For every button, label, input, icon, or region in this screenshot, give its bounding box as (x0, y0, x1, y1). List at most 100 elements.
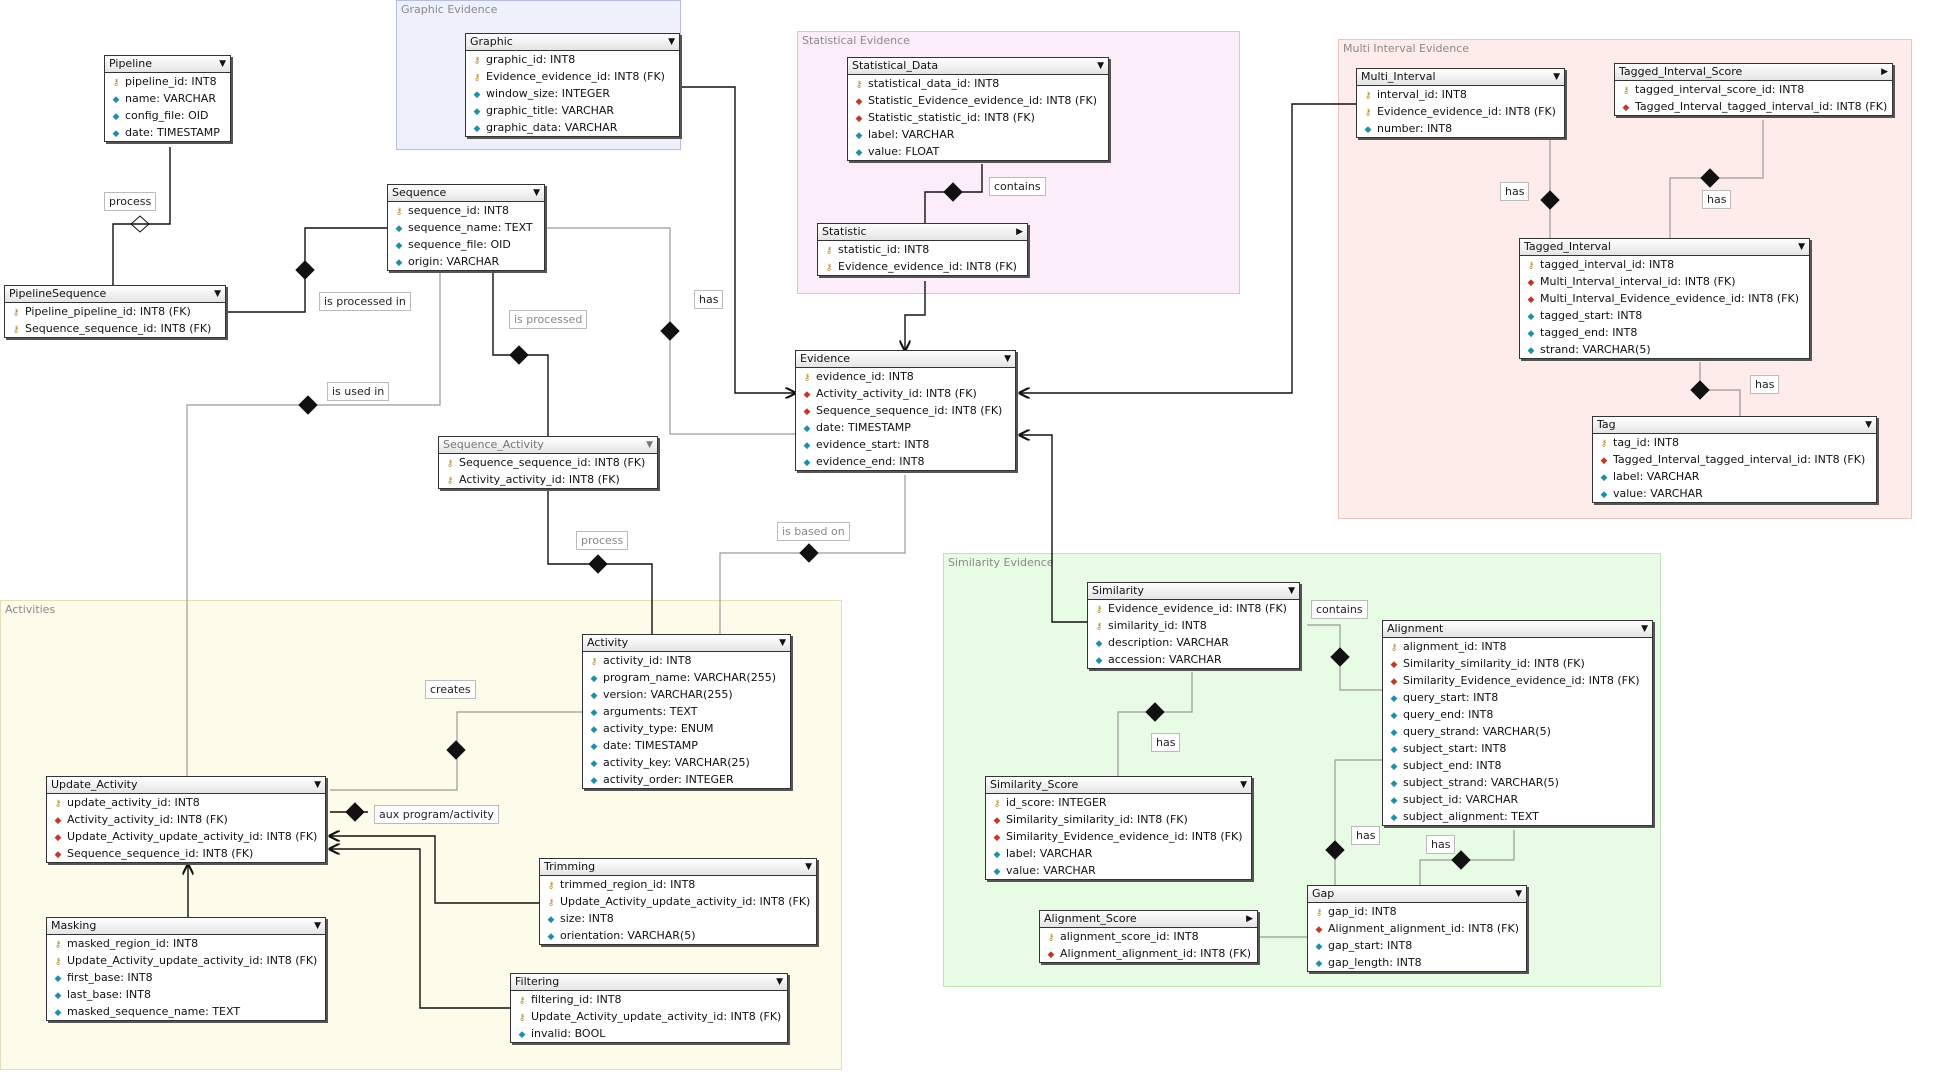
table-column[interactable]: ◆Tagged_Interval_tagged_interval_id: INT… (1593, 451, 1876, 468)
table-column[interactable]: ⚷activity_id: INT8 (583, 652, 790, 669)
table-column[interactable]: ⚷tagged_interval_score_id: INT8 (1615, 81, 1892, 98)
table-column[interactable]: ◆evidence_end: INT8 (796, 453, 1015, 470)
table-evidence[interactable]: Evidence▼⚷evidence_id: INT8◆Activity_act… (795, 350, 1016, 471)
table-title[interactable]: Pipeline▼ (105, 56, 230, 73)
table-column[interactable]: ◆Similarity_Evidence_evidence_id: INT8 (… (1383, 672, 1652, 689)
chevron-down-icon[interactable]: ▼ (646, 440, 653, 450)
table-column[interactable]: ⚷id_score: INTEGER (986, 794, 1251, 811)
table-title[interactable]: Trimming▼ (540, 859, 816, 876)
table-column[interactable]: ◆Similarity_similarity_id: INT8 (FK) (986, 811, 1251, 828)
table-title[interactable]: Alignment▼ (1383, 621, 1652, 638)
table-column[interactable]: ◆gap_length: INT8 (1308, 954, 1526, 971)
table-graphic[interactable]: Graphic▼⚷graphic_id: INT8⚷Evidence_evide… (465, 33, 680, 137)
table-column[interactable]: ◆window_size: INTEGER (466, 85, 679, 102)
table-statistical-data[interactable]: Statistical_Data▼⚷statistical_data_id: I… (847, 57, 1109, 161)
table-column[interactable]: ⚷pipeline_id: INT8 (105, 73, 230, 90)
table-column[interactable]: ⚷statistical_data_id: INT8 (848, 75, 1108, 92)
table-column[interactable]: ◆graphic_title: VARCHAR (466, 102, 679, 119)
table-column[interactable]: ◆Statistic_statistic_id: INT8 (FK) (848, 109, 1108, 126)
table-column[interactable]: ◆activity_key: VARCHAR(25) (583, 754, 790, 771)
chevron-down-icon[interactable]: ▼ (668, 37, 675, 47)
chevron-down-icon[interactable]: ▼ (1240, 780, 1247, 790)
table-column[interactable]: ⚷Sequence_sequence_id: INT8 (FK) (5, 320, 225, 337)
table-column[interactable]: ◆accession: VARCHAR (1088, 651, 1299, 668)
table-title[interactable]: Evidence▼ (796, 351, 1015, 368)
table-title[interactable]: Filtering▼ (511, 974, 787, 991)
table-column[interactable]: ◆program_name: VARCHAR(255) (583, 669, 790, 686)
chevron-right-icon[interactable]: ▶ (1246, 914, 1253, 924)
table-title[interactable]: Activity▼ (583, 635, 790, 652)
table-column[interactable]: ◆subject_id: VARCHAR (1383, 791, 1652, 808)
table-column[interactable]: ⚷gap_id: INT8 (1308, 903, 1526, 920)
table-column[interactable]: ⚷similarity_id: INT8 (1088, 617, 1299, 634)
table-column[interactable]: ◆Similarity_Evidence_evidence_id: INT8 (… (986, 828, 1251, 845)
table-column[interactable]: ◆description: VARCHAR (1088, 634, 1299, 651)
chevron-down-icon[interactable]: ▼ (314, 921, 321, 931)
table-column[interactable]: ⚷graphic_id: INT8 (466, 51, 679, 68)
table-pipeline[interactable]: Pipeline▼⚷pipeline_id: INT8◆name: VARCHA… (104, 55, 231, 142)
table-sequence-activity[interactable]: Sequence_Activity▼⚷Sequence_sequence_id:… (438, 436, 658, 489)
table-filtering[interactable]: Filtering▼⚷filtering_id: INT8⚷Update_Act… (510, 973, 788, 1043)
table-title[interactable]: Update_Activity▼ (47, 777, 325, 794)
chevron-down-icon[interactable]: ▼ (805, 862, 812, 872)
chevron-down-icon[interactable]: ▼ (214, 289, 221, 299)
table-column[interactable]: ⚷filtering_id: INT8 (511, 991, 787, 1008)
table-column[interactable]: ⚷Evidence_evidence_id: INT8 (FK) (466, 68, 679, 85)
chevron-down-icon[interactable]: ▼ (533, 188, 540, 198)
table-column[interactable]: ◆subject_start: INT8 (1383, 740, 1652, 757)
table-column[interactable]: ◆sequence_name: TEXT (388, 219, 544, 236)
table-column[interactable]: ◆activity_order: INTEGER (583, 771, 790, 788)
table-column[interactable]: ◆Alignment_alignment_id: INT8 (FK) (1040, 945, 1257, 962)
table-column[interactable]: ◆Tagged_Interval_tagged_interval_id: INT… (1615, 98, 1892, 115)
table-column[interactable]: ⚷masked_region_id: INT8 (47, 935, 325, 952)
table-title[interactable]: Multi_Interval▼ (1357, 69, 1564, 86)
table-gap[interactable]: Gap▼⚷gap_id: INT8◆Alignment_alignment_id… (1307, 885, 1527, 972)
table-trimming[interactable]: Trimming▼⚷trimmed_region_id: INT8⚷Update… (539, 858, 817, 945)
table-column[interactable]: ◆masked_sequence_name: TEXT (47, 1003, 325, 1020)
table-column[interactable]: ◆number: INT8 (1357, 120, 1564, 137)
table-title[interactable]: Masking▼ (47, 918, 325, 935)
table-column[interactable]: ◆tagged_start: INT8 (1520, 307, 1809, 324)
table-tagged-interval[interactable]: Tagged_Interval▼⚷tagged_interval_id: INT… (1519, 238, 1810, 359)
table-column[interactable]: ◆subject_strand: VARCHAR(5) (1383, 774, 1652, 791)
table-sequence[interactable]: Sequence▼⚷sequence_id: INT8◆sequence_nam… (387, 184, 545, 271)
table-column[interactable]: ⚷update_activity_id: INT8 (47, 794, 325, 811)
table-column[interactable]: ◆orientation: VARCHAR(5) (540, 927, 816, 944)
table-statistic[interactable]: Statistic▶⚷statistic_id: INT8⚷Evidence_e… (817, 223, 1028, 276)
chevron-down-icon[interactable]: ▼ (1553, 72, 1560, 82)
table-title[interactable]: Sequence▼ (388, 185, 544, 202)
table-column[interactable]: ◆Similarity_similarity_id: INT8 (FK) (1383, 655, 1652, 672)
table-column[interactable]: ⚷Evidence_evidence_id: INT8 (FK) (1088, 600, 1299, 617)
table-column[interactable]: ◆date: TIMESTAMP (105, 124, 230, 141)
table-column[interactable]: ◆gap_start: INT8 (1308, 937, 1526, 954)
table-title[interactable]: Graphic▼ (466, 34, 679, 51)
table-column[interactable]: ◆last_base: INT8 (47, 986, 325, 1003)
table-column[interactable]: ⚷Update_Activity_update_activity_id: INT… (511, 1008, 787, 1025)
table-alignment-score[interactable]: Alignment_Score▶⚷alignment_score_id: INT… (1039, 910, 1258, 963)
table-column[interactable]: ⚷interval_id: INT8 (1357, 86, 1564, 103)
table-column[interactable]: ⚷tag_id: INT8 (1593, 434, 1876, 451)
table-column[interactable]: ◆label: VARCHAR (1593, 468, 1876, 485)
chevron-down-icon[interactable]: ▼ (776, 977, 783, 987)
table-column[interactable]: ◆origin: VARCHAR (388, 253, 544, 270)
table-pipeline-sequence[interactable]: PipelineSequence▼⚷Pipeline_pipeline_id: … (4, 285, 226, 338)
table-similarity-score[interactable]: Similarity_Score▼⚷id_score: INTEGER◆Simi… (985, 776, 1252, 880)
table-update-activity[interactable]: Update_Activity▼⚷update_activity_id: INT… (46, 776, 326, 863)
table-column[interactable]: ◆query_end: INT8 (1383, 706, 1652, 723)
table-column[interactable]: ◆value: VARCHAR (1593, 485, 1876, 502)
table-tagged-interval-score[interactable]: Tagged_Interval_Score▶⚷tagged_interval_s… (1614, 63, 1893, 116)
table-column[interactable]: ⚷Evidence_evidence_id: INT8 (FK) (818, 258, 1027, 275)
table-column[interactable]: ◆Activity_activity_id: INT8 (FK) (47, 811, 325, 828)
chevron-down-icon[interactable]: ▼ (1288, 586, 1295, 596)
table-column[interactable]: ◆activity_type: ENUM (583, 720, 790, 737)
table-column[interactable]: ⚷alignment_id: INT8 (1383, 638, 1652, 655)
table-column[interactable]: ◆version: VARCHAR(255) (583, 686, 790, 703)
chevron-down-icon[interactable]: ▼ (314, 780, 321, 790)
table-column[interactable]: ◆Update_Activity_update_activity_id: INT… (47, 828, 325, 845)
table-masking[interactable]: Masking▼⚷masked_region_id: INT8⚷Update_A… (46, 917, 326, 1021)
table-title[interactable]: Similarity_Score▼ (986, 777, 1251, 794)
table-column[interactable]: ⚷sequence_id: INT8 (388, 202, 544, 219)
chevron-down-icon[interactable]: ▼ (219, 59, 226, 69)
table-column[interactable]: ⚷Update_Activity_update_activity_id: INT… (47, 952, 325, 969)
table-column[interactable]: ◆Sequence_sequence_id: INT8 (FK) (796, 402, 1015, 419)
